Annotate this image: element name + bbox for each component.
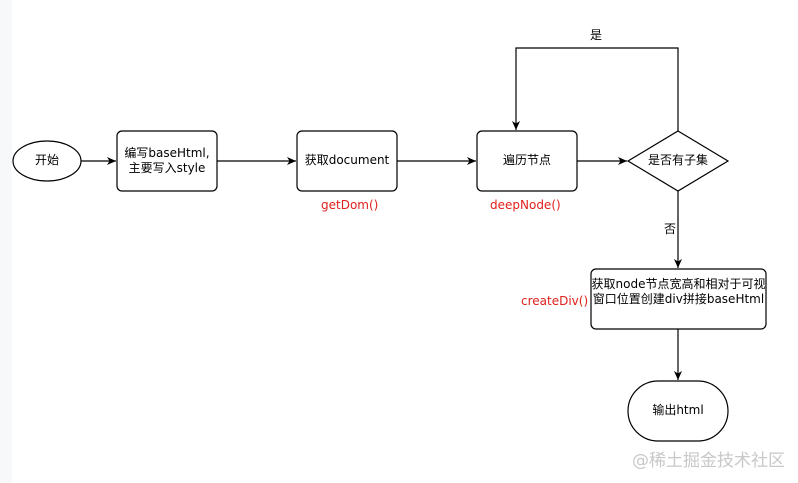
no-label: 否 [663,222,676,236]
output-node [627,380,729,442]
create-div-function-label: createDiv() [521,294,589,308]
yes-label: 是 [589,28,602,42]
create-div-label-line2: 窗口位置创建div拼接baseHtml [592,292,765,306]
output-label: 输出html [652,403,704,417]
create-div-label-line1: 获取node节点宽高和相对于可视 [591,277,766,291]
edge-yes-loop [512,47,679,131]
write-base-label-line1: 编写baseHtml, [124,146,210,160]
traverse-label: 遍历节点 [502,153,551,167]
get-dom-function-label: getDom() [321,198,379,212]
get-document-label: 获取document [304,153,390,167]
write-base-label-line2: 主要写入style [128,161,206,175]
left-gutter [0,0,12,483]
deep-node-function-label: deepNode() [490,198,561,212]
start-label: 开始 [34,153,59,167]
decision-label: 是否有子集 [647,153,708,167]
watermark: @稀土掘金技术社区 [632,451,785,471]
